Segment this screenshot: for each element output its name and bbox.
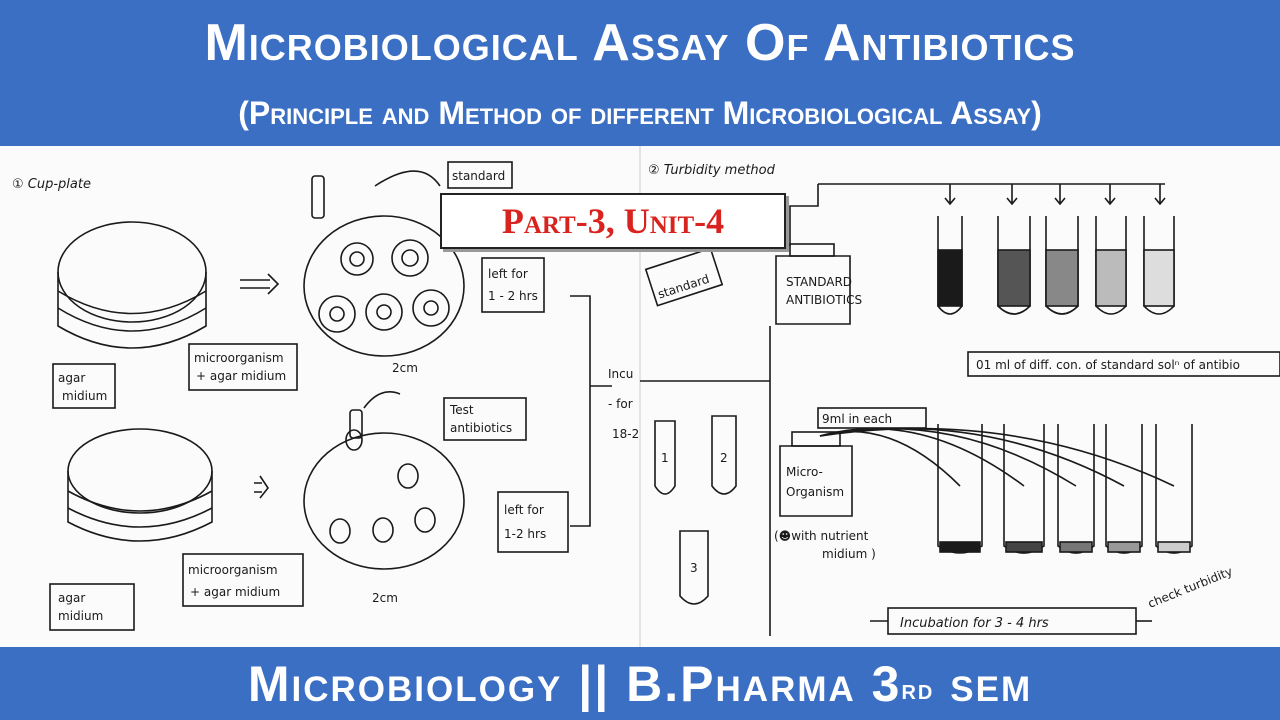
left-for-time-1: 1 - 2 hrs xyxy=(488,289,538,303)
left-for-time-2: 1-2 hrs xyxy=(504,527,546,541)
footer-text: Microbiology || B.Pharma 3rd sem xyxy=(0,653,1280,715)
top-tubes xyxy=(937,216,1175,315)
part-unit-label: Part-3, Unit-4 xyxy=(501,201,725,241)
standard-antibiotics-label-1: STANDARD xyxy=(786,275,852,289)
incubate-label-3: 18-2 xyxy=(612,427,639,441)
header-banner: Microbiological Assay Of Antibiotics (Pr… xyxy=(0,0,1280,146)
arrow-icon-2 xyxy=(254,475,269,499)
check-turbidity-label: check turbidity xyxy=(1146,564,1235,611)
tube-number-2: 2 xyxy=(720,451,728,465)
microorganism-label-2b: + agar midium xyxy=(190,585,280,599)
microorganism-label-2a: microorganism xyxy=(188,563,278,577)
tube-number-3: 3 xyxy=(690,561,698,575)
footer-suffix: sem xyxy=(934,656,1033,712)
cup-plate-heading: ① Cup-plate xyxy=(12,177,91,192)
petri-dish-top xyxy=(57,221,207,323)
nine-ml-label: 9ml in each xyxy=(822,412,892,426)
notes-drawing: ① Cup-plate ② Turbidity method standard … xyxy=(12,146,1280,647)
footer-banner: Microbiology || B.Pharma 3rd sem xyxy=(0,647,1280,720)
agar-medium-label-2a: agar xyxy=(58,591,85,605)
part-unit-badge: Part-3, Unit-4 xyxy=(440,193,786,249)
standard-antibiotics-label-2: ANTIBIOTICS xyxy=(786,293,862,307)
incubate-label-1: Incu xyxy=(608,367,633,381)
incubate-label-2: - for xyxy=(608,397,633,411)
tube-number-1: 1 xyxy=(661,451,669,465)
microorganism-label-1a: microorganism xyxy=(194,351,284,365)
micro-organism-label-1: Micro- xyxy=(786,465,823,479)
standard-label-top: standard xyxy=(452,169,505,183)
agar-medium-label-2b: midium xyxy=(58,609,103,623)
test-antibiotics-label-1: Test xyxy=(449,403,474,417)
page-title: Microbiological Assay Of Antibiotics xyxy=(204,14,1076,72)
micro-organism-label-2: Organism xyxy=(786,485,844,499)
nutrient-medium-label-1: (☻with nutrient xyxy=(774,529,869,543)
footer-prefix: Microbiology || B.Pharma 3 xyxy=(247,656,902,712)
agar-medium-label-1a: agar xyxy=(58,371,85,385)
left-for-label-2: left for xyxy=(504,503,544,517)
distance-label-2: 2cm xyxy=(372,591,398,605)
arrow-icon xyxy=(240,273,280,295)
dilutions-label: 01 ml of diff. con. of standard solⁿ of … xyxy=(976,358,1240,372)
nutrient-medium-label-2: midium ) xyxy=(822,547,876,561)
page-subtitle: (Principle and Method of different Micro… xyxy=(238,95,1042,131)
turbidity-heading: ② Turbidity method xyxy=(648,163,776,178)
plate-with-cups xyxy=(303,215,465,357)
incubation-label: Incubation for 3 - 4 hrs xyxy=(900,616,1049,631)
test-antibiotics-label-2: antibiotics xyxy=(450,421,512,435)
microorganism-label-1b: + agar midium xyxy=(196,369,286,383)
agar-medium-label-1b: midium xyxy=(62,389,107,403)
distance-label-1: 2cm xyxy=(392,361,418,375)
left-for-label-1: left for xyxy=(488,267,528,281)
bottom-tubes xyxy=(937,424,1193,554)
footer-superscript: rd xyxy=(901,674,935,705)
